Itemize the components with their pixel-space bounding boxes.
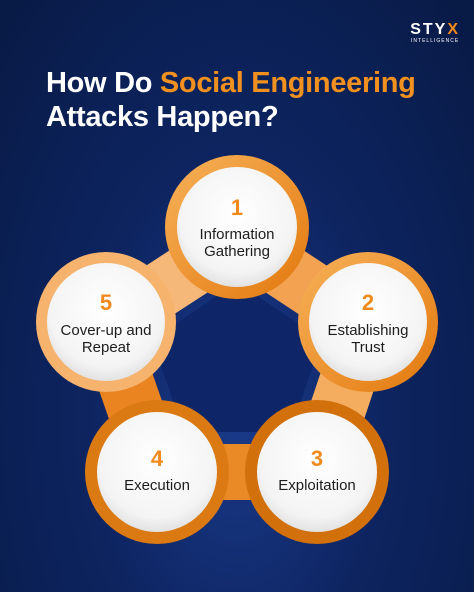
step-4-number: 4	[151, 446, 164, 471]
step-2-number: 2	[362, 290, 374, 315]
title-accent: Social Engineering	[159, 67, 416, 99]
page-title: How Do Social Engineering Attacks Happen…	[46, 66, 446, 134]
step-1-label-line1: Information	[199, 226, 274, 243]
step-2-disc	[309, 263, 427, 381]
step-2-label-line1: Establishing	[328, 322, 409, 339]
step-3-number: 3	[311, 446, 323, 471]
step-node-5: 5 Cover-up and Repeat	[36, 252, 176, 392]
center-hole	[152, 282, 322, 432]
step-4-label-line1: Execution	[124, 477, 190, 494]
step-4-disc	[97, 412, 217, 532]
logo-wordmark: STYX	[410, 22, 460, 38]
step-5-disc	[47, 263, 165, 381]
step-5-label-line1: Cover-up and	[61, 322, 152, 339]
title-part2: Attacks Happen?	[46, 101, 279, 133]
logo-subtext: INTELLIGENCE	[411, 38, 460, 44]
step-node-4: 4 Execution	[85, 400, 229, 544]
step-node-2: 2 Establishing Trust	[298, 252, 438, 392]
step-5-label-line2: Repeat	[82, 339, 131, 356]
step-2-label-line2: Trust	[351, 339, 385, 356]
logo-accent-letter: X	[447, 21, 460, 38]
step-1-label-line2: Gathering	[204, 243, 270, 260]
logo: STYX INTELLIGENCE	[410, 22, 460, 45]
step-5-number: 5	[100, 290, 112, 315]
step-3-disc	[257, 412, 377, 532]
step-1-disc	[177, 167, 297, 287]
step-node-3: 3 Exploitation	[245, 400, 389, 544]
step-1-number: 1	[231, 195, 243, 220]
step-3-label-line1: Exploitation	[278, 477, 356, 494]
title-part1: How Do	[46, 67, 160, 99]
logo-text: STY	[410, 21, 448, 38]
step-node-1: 1 Information Gathering	[165, 155, 309, 299]
